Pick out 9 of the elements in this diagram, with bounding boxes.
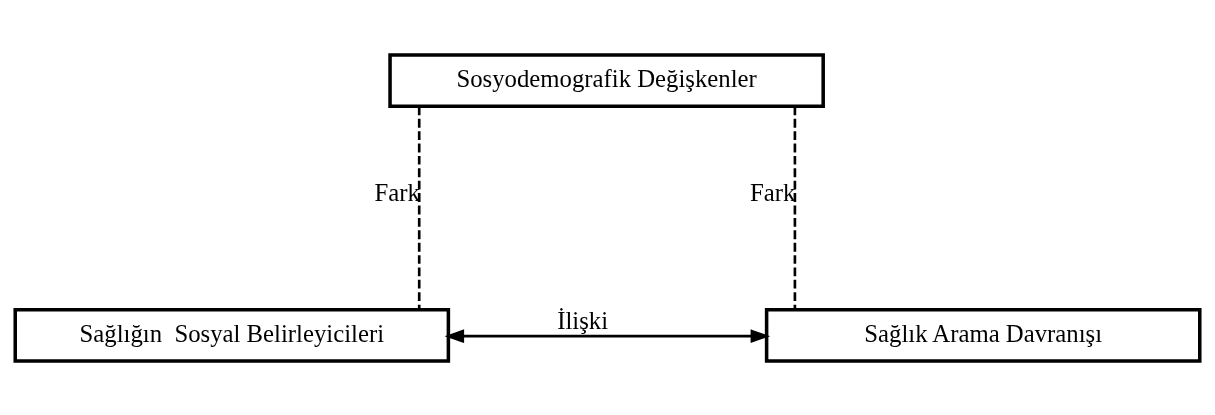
node-box: Sağlığın Sosyal Belirleyicileri bbox=[13, 307, 451, 363]
node-box: Sağlık Arama Davranışı bbox=[764, 307, 1202, 363]
edge-label: Fark bbox=[750, 178, 796, 206]
arrow bbox=[444, 328, 771, 343]
edge-label: Fark bbox=[374, 178, 420, 206]
connector bbox=[417, 106, 421, 309]
edge-label: İlişki bbox=[557, 306, 609, 334]
connector bbox=[793, 106, 797, 309]
node-box: Sosyodemografik Değişkenler bbox=[388, 52, 825, 108]
